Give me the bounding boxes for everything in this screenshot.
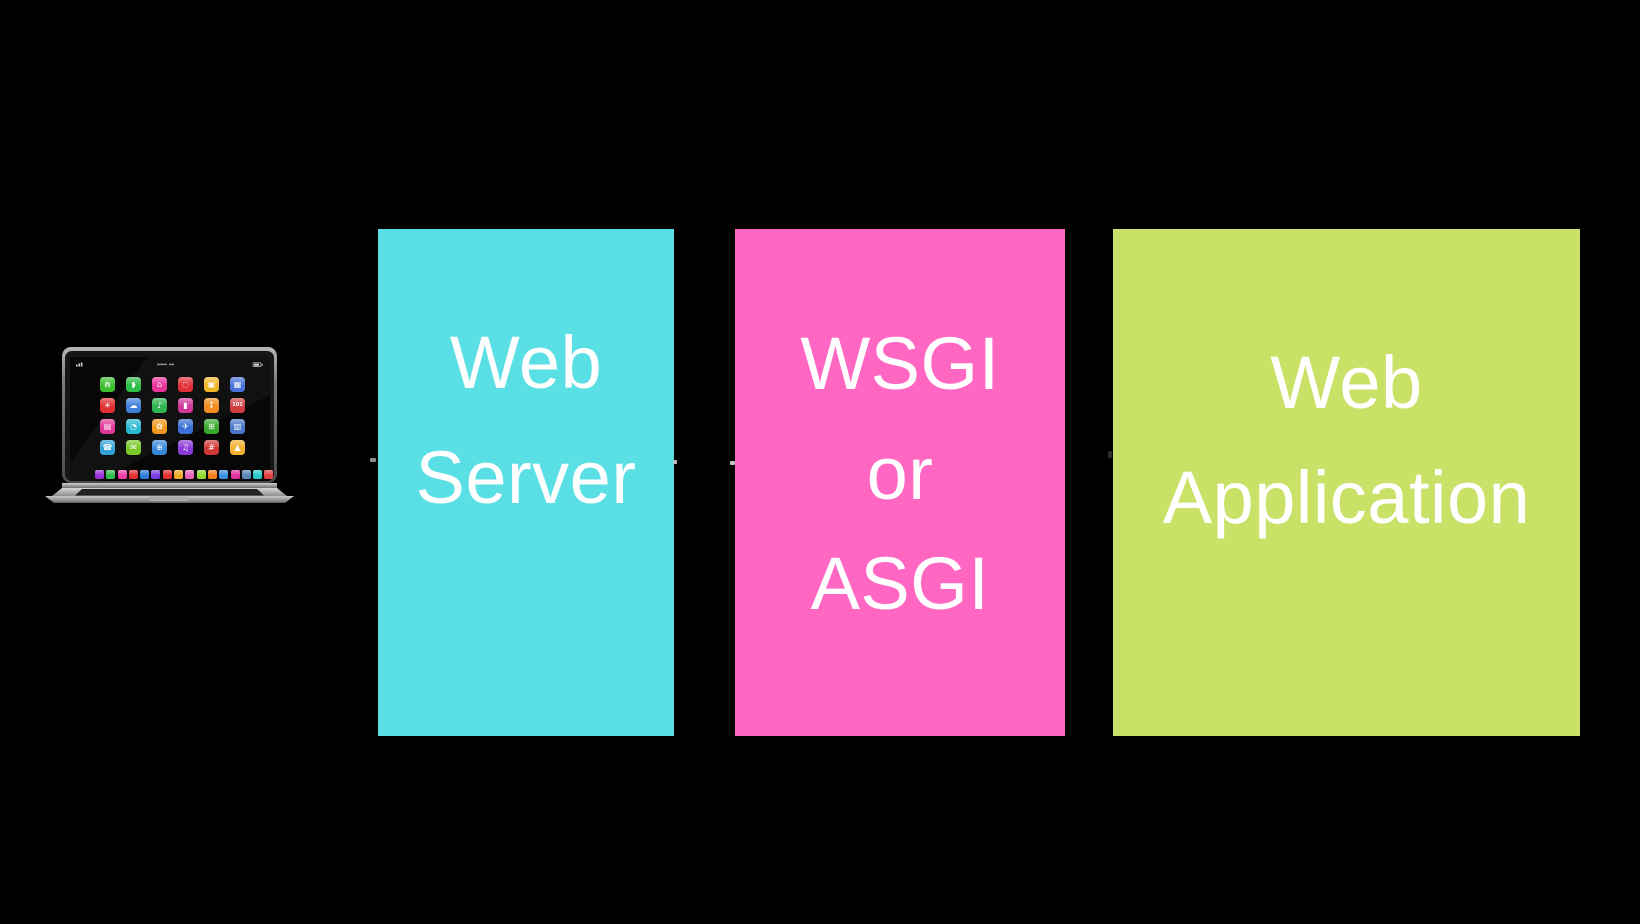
dock-app-icon xyxy=(117,470,127,479)
client-laptop-image: ⋒ ◗ ⌂ ◌ ▣ ▦ ☀ ☁ ♪ ▮ ↧ 101 ▤ ◔ ✿ ✈ ⊞ ▥ ☎ ✉ ⊕ ♫ # ▲ xyxy=(37,345,300,505)
wifi-icon: ⋒ xyxy=(100,377,115,392)
photos-icon: ✿ xyxy=(152,419,167,434)
connector-mark xyxy=(730,461,735,465)
dock-app-icon xyxy=(151,470,161,479)
battery-icon xyxy=(252,362,263,367)
dock-app-icon xyxy=(185,470,195,479)
camera-icon: ▣ xyxy=(204,377,219,392)
dock-icon-row xyxy=(95,470,274,479)
node-web-application: Web Application xyxy=(1113,229,1580,736)
airplane-icon: ✈ xyxy=(178,419,193,434)
laptop-keyboard xyxy=(75,489,264,496)
signal-icon xyxy=(76,362,83,367)
web-server-label-line: Web xyxy=(449,321,603,404)
calculator-icon: # xyxy=(204,440,219,455)
gateway-label-line: WSGI xyxy=(800,322,1000,405)
movie-icon: ▤ xyxy=(100,419,115,434)
mail-icon: ✉ xyxy=(126,440,141,455)
globe-icon: ⊕ xyxy=(152,440,167,455)
search-icon: ◌ xyxy=(178,377,193,392)
cart-icon: ⊞ xyxy=(204,419,219,434)
dock-app-icon xyxy=(207,470,217,479)
app-icon-grid: ⋒ ◗ ⌂ ◌ ▣ ▦ ☀ ☁ ♪ ▮ ↧ 101 ▤ ◔ ✿ ✈ ⊞ ▥ ☎ ✉ ⊕ ♫ # ▲ xyxy=(100,377,245,455)
dock-app-icon xyxy=(241,470,251,479)
dock-app-icon xyxy=(128,470,138,479)
web-server-label-line: Server xyxy=(415,436,637,519)
dock-app-icon xyxy=(174,470,184,479)
dock-app-icon xyxy=(230,470,240,479)
clock-icon: ◔ xyxy=(126,419,141,434)
web-application-label-line: Application xyxy=(1162,456,1531,539)
headphones-icon: ♪ xyxy=(152,398,167,413)
phone-icon: ☎ xyxy=(100,440,115,455)
microphone-icon: ▮ xyxy=(178,398,193,413)
dialer-icon: 101 xyxy=(230,398,245,413)
dock-app-icon xyxy=(219,470,229,479)
connector-mark xyxy=(1108,451,1112,458)
dock-app-icon xyxy=(106,470,116,479)
gateway-label-line: or xyxy=(866,432,934,515)
gateway-label-line: ASGI xyxy=(810,542,990,625)
node-web-server: Web Server xyxy=(378,229,674,736)
laptop-trackpad xyxy=(149,496,189,501)
dock-app-icon xyxy=(196,470,206,479)
chat-icon: ◗ xyxy=(126,377,141,392)
screen-reflection xyxy=(70,357,270,481)
web-application-label-line: Web xyxy=(1270,341,1423,424)
home-icon: ⌂ xyxy=(152,377,167,392)
dock-app-icon xyxy=(95,470,104,479)
dock-app-icon xyxy=(162,470,172,479)
pin-icon: ↧ xyxy=(204,398,219,413)
connector-mark xyxy=(370,458,376,462)
calendar-icon: ▦ xyxy=(230,377,245,392)
music-icon: ♫ xyxy=(178,440,193,455)
status-bar-text-marks xyxy=(157,363,174,366)
dock-app-icon xyxy=(264,470,274,479)
node-wsgi-or-asgi: WSGI or ASGI xyxy=(735,229,1065,736)
keyboard-key-rows xyxy=(78,490,262,494)
dock-app-icon xyxy=(140,470,150,479)
connector-mark xyxy=(673,460,677,464)
dock-app-icon xyxy=(253,470,263,479)
alert-icon: ▲ xyxy=(230,440,245,455)
cloud-icon: ☁ xyxy=(126,398,141,413)
chart-icon: ▥ xyxy=(230,419,245,434)
laptop-hinge xyxy=(62,483,277,488)
settings-icon: ☀ xyxy=(100,398,115,413)
